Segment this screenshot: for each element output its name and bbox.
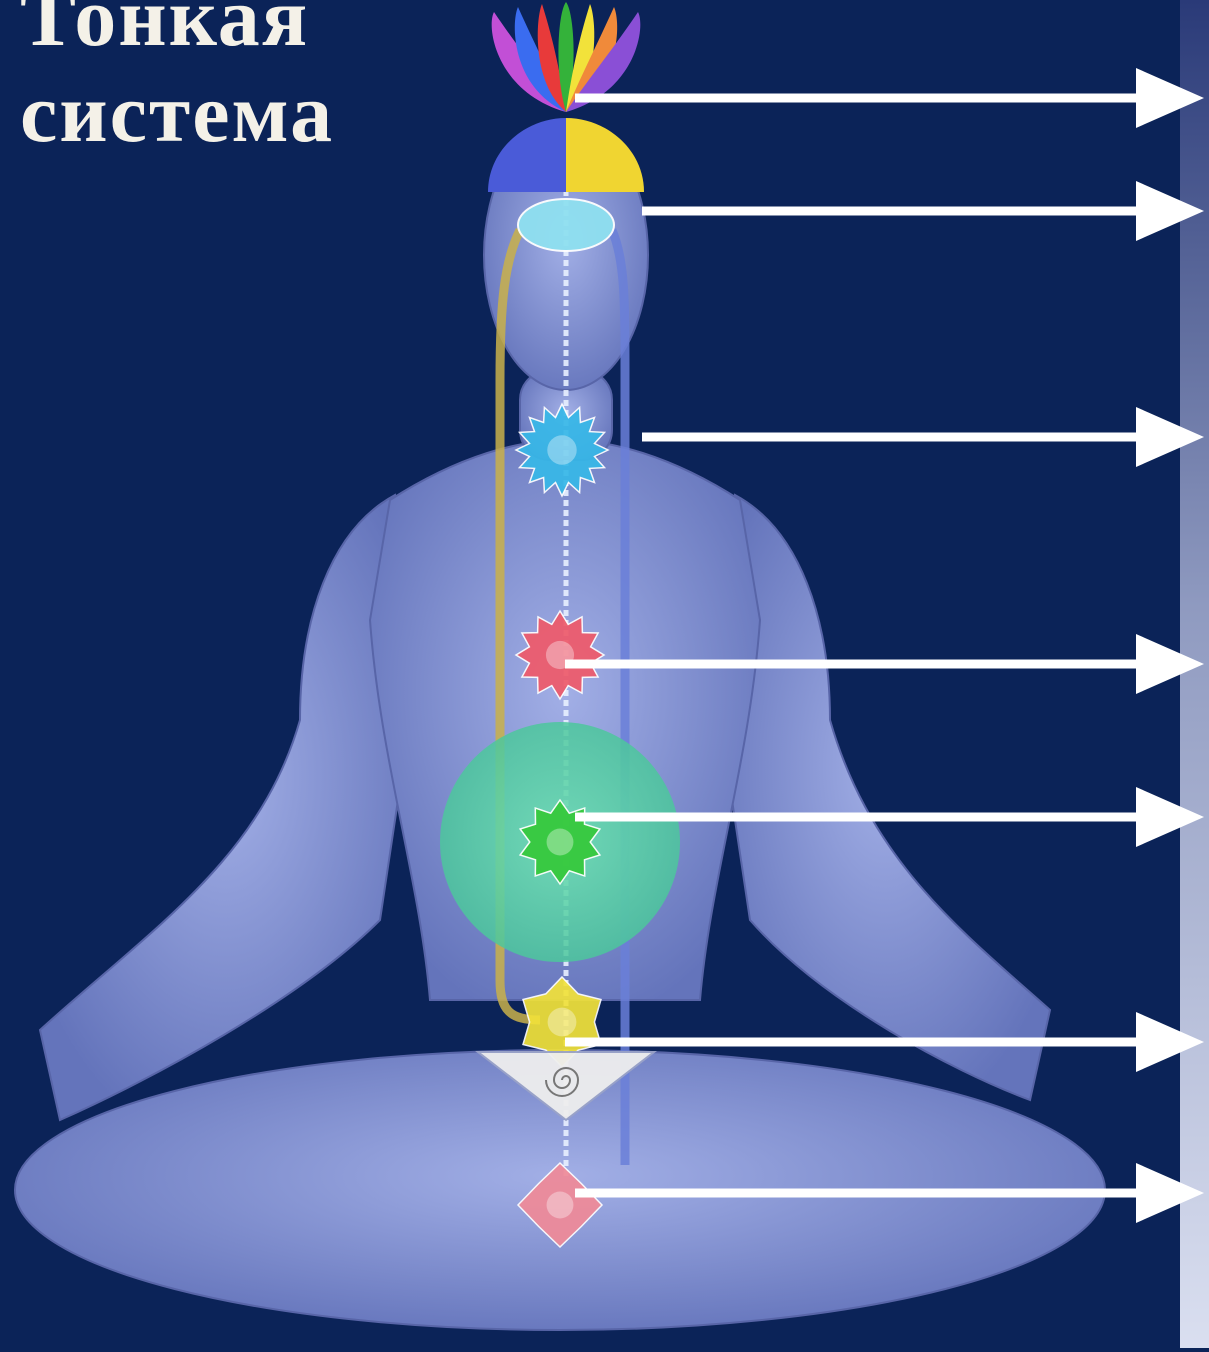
chakra-core-vishuddhi xyxy=(547,435,576,464)
title-line-1: Тонкая xyxy=(20,0,334,66)
crown-left xyxy=(488,118,566,192)
side-panel xyxy=(1180,0,1209,1348)
chakra-ajna xyxy=(518,199,614,251)
arrow-3 xyxy=(642,407,1204,467)
arrow-1 xyxy=(575,68,1204,128)
chakra-core-nabhi xyxy=(547,829,574,856)
title-line-2: система xyxy=(20,66,334,162)
page-title: Тонкая система xyxy=(20,0,334,162)
chakra-core-swadisthan xyxy=(548,1008,577,1037)
arrow-2 xyxy=(642,181,1204,241)
crown-right xyxy=(566,118,644,192)
chakra-core-mooladhara xyxy=(547,1192,574,1219)
